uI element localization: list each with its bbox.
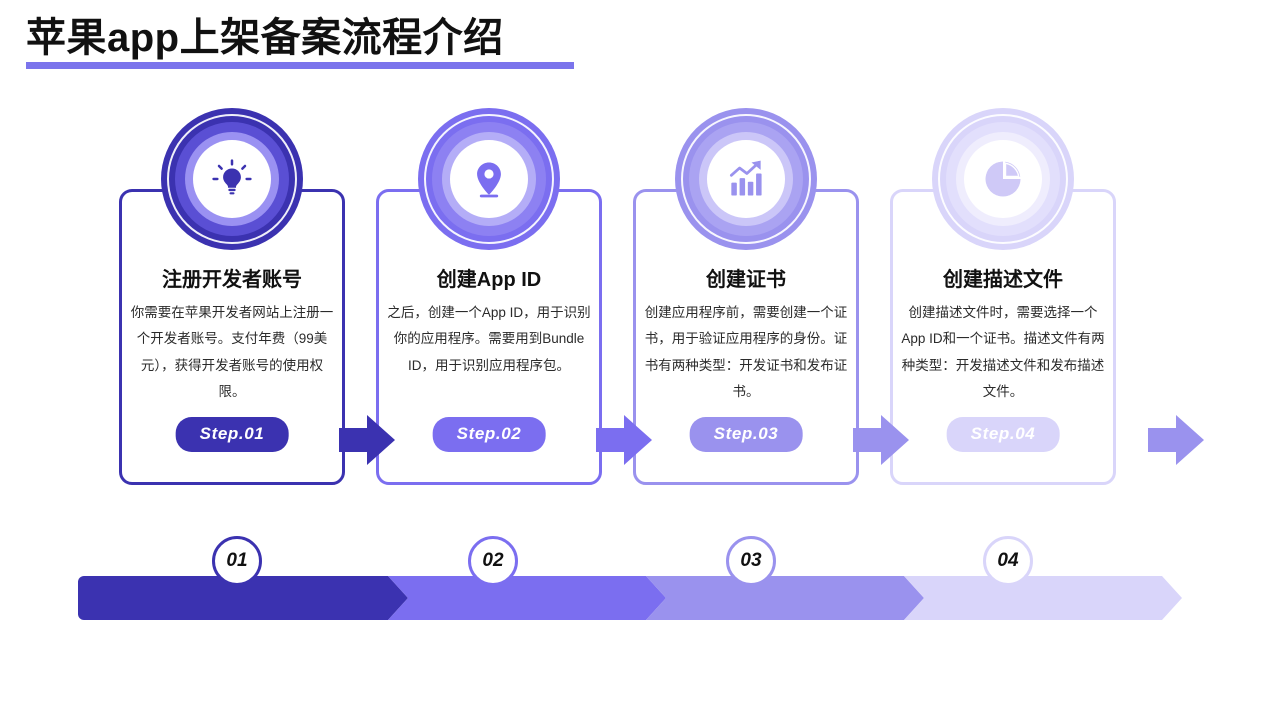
step-card-3-pill[interactable]: Step.03 [689, 417, 803, 452]
badge-core-3 [707, 140, 785, 218]
timeline-marker-2[interactable]: 02 [468, 536, 518, 586]
lightbulb-icon-badge [161, 108, 303, 250]
step-card-4-title: 创建描述文件 [943, 269, 1063, 291]
arrow-connector-end [1148, 413, 1204, 467]
bar-chart-growth-icon [721, 154, 771, 204]
badge-ring-white-2 [424, 114, 554, 244]
step-card-2-pill[interactable]: Step.02 [432, 417, 546, 452]
badge-ring-white-4 [938, 114, 1068, 244]
step-card-4[interactable]: 创建描述文件 创建描述文件时，需要选择一个App ID和一个证书。描述文件有两种… [890, 108, 1116, 490]
timeline-marker-4[interactable]: 04 [983, 536, 1033, 586]
timeline-segment-2[interactable] [388, 576, 666, 620]
arrow-connector-2 [596, 413, 652, 467]
step-card-2-title: 创建App ID [436, 269, 542, 291]
step-card-3[interactable]: 创建证书 创建应用程序前，需要创建一个证书，用于验证应用程序的身份。证书有两种类… [633, 108, 859, 490]
arrow-connector-3 [853, 413, 909, 467]
page-title: 苹果app上架备案流程介绍 [26, 16, 504, 60]
pie-chart-icon-badge [932, 108, 1074, 250]
step-card-3-body: 创建应用程序前，需要创建一个证书，用于验证应用程序的身份。证书有两种类型：开发证… [644, 305, 848, 399]
badge-ring-white-3 [681, 114, 811, 244]
step-card-1-pill[interactable]: Step.01 [175, 417, 289, 452]
arrow-connector-1 [339, 413, 395, 467]
badge-ring-white-1 [167, 114, 297, 244]
location-pin-icon-badge [418, 108, 560, 250]
page-title-block: 苹果app上架备案流程介绍 [26, 16, 574, 69]
timeline-segment-1[interactable] [78, 576, 408, 620]
step-card-2[interactable]: 创建App ID 之后，创建一个App ID，用于识别你的应用程序。需要用到Bu… [376, 108, 602, 490]
pie-chart-icon [978, 154, 1028, 204]
lightbulb-icon [207, 154, 257, 204]
location-pin-icon [464, 154, 514, 204]
steps-card-row: 注册开发者账号 你需要在苹果开发者网站上注册一个开发者账号。支付年费（99美元）… [0, 108, 1280, 498]
timeline-segment-3[interactable] [646, 576, 924, 620]
timeline-segment-4[interactable] [904, 576, 1182, 620]
timeline-marker-3[interactable]: 03 [726, 536, 776, 586]
title-underline [26, 62, 574, 69]
step-card-1[interactable]: 注册开发者账号 你需要在苹果开发者网站上注册一个开发者账号。支付年费（99美元）… [119, 108, 345, 490]
step-card-2-body: 之后，创建一个App ID，用于识别你的应用程序。需要用到Bundle ID，用… [387, 305, 591, 373]
step-card-1-title: 注册开发者账号 [162, 269, 302, 291]
timeline-marker-1[interactable]: 01 [212, 536, 262, 586]
step-card-4-body: 创建描述文件时，需要选择一个App ID和一个证书。描述文件有两种类型：开发描述… [901, 305, 1105, 399]
bar-chart-growth-icon-badge [675, 108, 817, 250]
step-card-1-body: 你需要在苹果开发者网站上注册一个开发者账号。支付年费（99美元），获得开发者账号… [130, 305, 334, 399]
step-card-3-title: 创建证书 [706, 269, 786, 291]
timeline-bar: 01 02 03 04 [0, 536, 1280, 646]
step-card-4-pill[interactable]: Step.04 [946, 417, 1060, 452]
